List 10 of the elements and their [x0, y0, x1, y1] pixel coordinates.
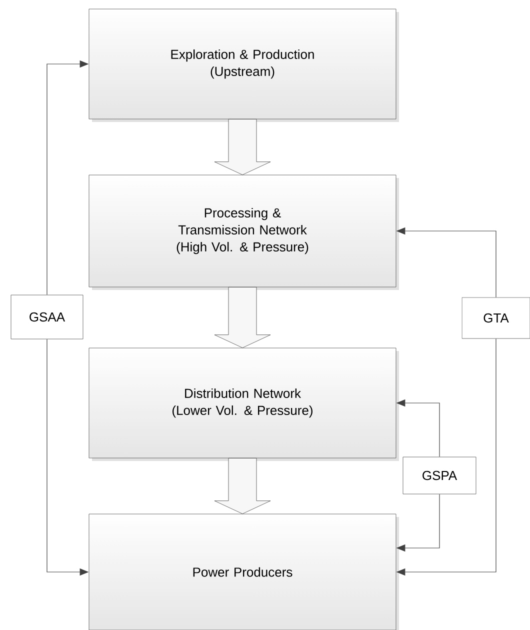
process-box: Exploration & Production (Upstream)	[88, 8, 396, 120]
block-arrow	[214, 458, 271, 514]
agreement-box: GSPA	[402, 456, 476, 494]
agreement-box: GTA	[462, 297, 530, 339]
process-box: Power Producers	[88, 514, 396, 630]
agreement-box: GSAA	[10, 294, 84, 340]
process-box: Distribution Network (Lower Vol. & Pressure)	[88, 348, 396, 458]
process-box: Processing & Transmission Network (High Vol. & Pressure)	[88, 174, 396, 288]
block-arrow	[214, 287, 271, 348]
block-arrow	[214, 119, 271, 175]
